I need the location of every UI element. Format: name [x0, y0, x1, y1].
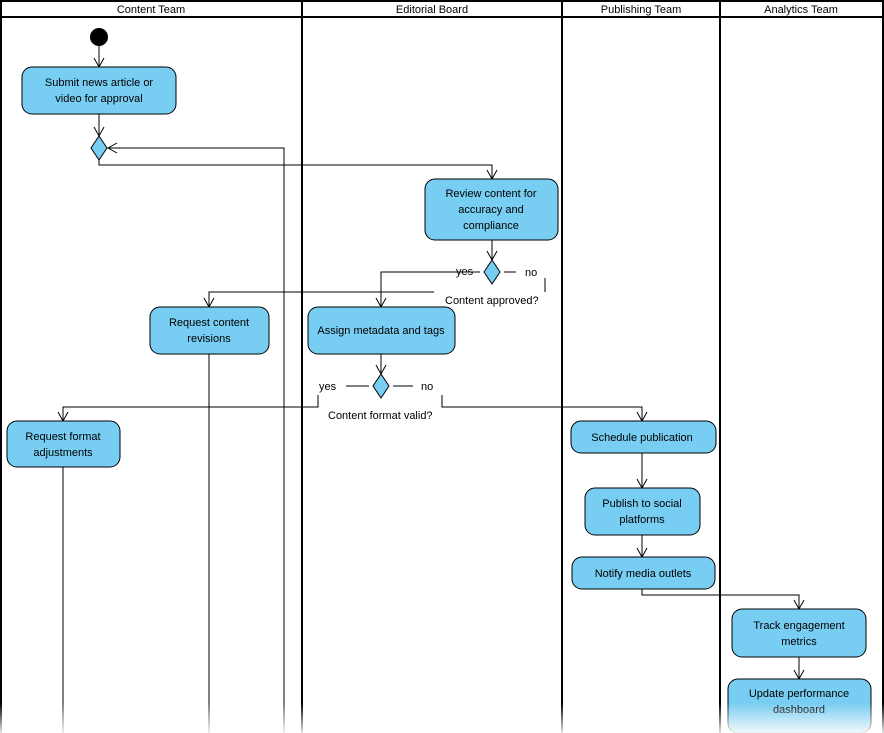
- action-label-line: metrics: [781, 636, 817, 648]
- action-box: [424, 178, 559, 241]
- action-label-line: Notify media outlets: [595, 568, 692, 580]
- decision-question-label: Content format valid?: [328, 410, 433, 422]
- action-submit-article[interactable]: Submit news article or video for approva…: [21, 66, 177, 115]
- guard-no-label: no: [421, 381, 433, 393]
- merge-node: [90, 135, 108, 161]
- guard-yes-label: yes: [319, 381, 337, 393]
- lane-title-content-team: Content Team: [117, 4, 185, 16]
- action-track-engagement[interactable]: Track engagement metrics: [731, 608, 867, 658]
- action-review-content[interactable]: Review content for accuracy and complian…: [424, 178, 559, 241]
- decision-labels: yes no Content approved? yes no Content …: [319, 266, 539, 422]
- action-label-line: accuracy and: [458, 204, 523, 216]
- decision-node-content-approved: [483, 259, 501, 285]
- action-box: [21, 66, 177, 115]
- action-label-line: Review content for: [445, 188, 536, 200]
- action-box: [307, 306, 456, 355]
- nodes: Submit news article or video for approva…: [6, 28, 872, 733]
- flow-line: [108, 147, 285, 733]
- lane-title-editorial-board: Editorial Board: [396, 4, 468, 16]
- control-flows: [57, 45, 805, 733]
- action-label-line: Track engagement: [753, 620, 844, 632]
- action-box: [570, 420, 717, 454]
- action-box: [571, 556, 716, 590]
- action-request-content-revisions[interactable]: Request content revisions: [149, 306, 270, 355]
- action-label-line: Schedule publication: [591, 432, 693, 444]
- action-request-format-adjustments[interactable]: Request format adjustments: [6, 420, 121, 468]
- bottom-fade-overlay: [0, 703, 884, 733]
- flow-line: [62, 395, 319, 421]
- lane-title-publishing-team: Publishing Team: [601, 4, 682, 16]
- action-box: [584, 487, 701, 536]
- action-label-line: platforms: [619, 514, 665, 526]
- action-label-line: video for approval: [55, 93, 142, 105]
- flow-line: [380, 271, 480, 307]
- action-label-line: compliance: [463, 220, 519, 232]
- arrowhead: [106, 142, 118, 154]
- action-assign-metadata[interactable]: Assign metadata and tags: [307, 306, 456, 355]
- decision-node-format-valid: [372, 373, 390, 399]
- flow-line: [208, 291, 434, 307]
- action-box: [6, 420, 121, 468]
- action-label-line: Request content: [169, 317, 249, 329]
- action-notify-media[interactable]: Notify media outlets: [571, 556, 716, 590]
- decision-question-label: Content approved?: [445, 295, 539, 307]
- action-label-line: Assign metadata and tags: [317, 325, 445, 337]
- action-label-line: Submit news article or: [45, 77, 154, 89]
- flow-line: [641, 589, 800, 609]
- guard-no-label: no: [525, 267, 537, 279]
- action-label-line: revisions: [187, 333, 231, 345]
- action-publish-social[interactable]: Publish to social platforms: [584, 487, 701, 536]
- action-box: [149, 306, 270, 355]
- action-label-line: Request format: [25, 431, 100, 443]
- action-label-line: Update performance: [749, 688, 849, 700]
- action-label-line: Publish to social: [602, 498, 682, 510]
- initial-node: [90, 28, 108, 46]
- flow-line: [98, 160, 493, 179]
- action-box: [731, 608, 867, 658]
- action-schedule-publication[interactable]: Schedule publication: [570, 420, 717, 454]
- action-label-line: adjustments: [33, 447, 93, 459]
- guard-yes-label: yes: [456, 266, 474, 278]
- flow-line: [441, 395, 643, 421]
- lane-title-analytics-team: Analytics Team: [764, 4, 838, 16]
